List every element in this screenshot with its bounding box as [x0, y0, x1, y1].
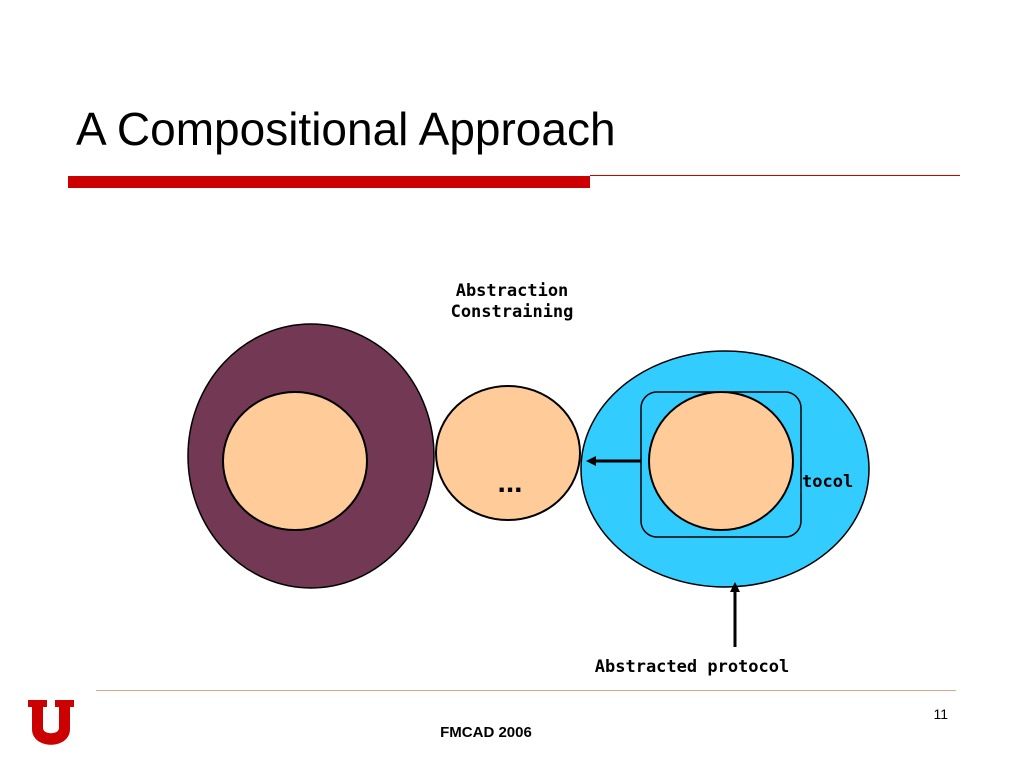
partial-protocol-label: tocol: [802, 472, 853, 492]
footer-divider: [96, 690, 956, 691]
footer-conference: FMCAD 2006: [440, 724, 532, 741]
abstraction-label: Abstraction: [456, 281, 569, 301]
right-inner-circle: [648, 391, 794, 531]
middle-circle: [435, 385, 581, 521]
title-underline-thin: [590, 175, 960, 176]
page-number: 11: [933, 706, 948, 722]
abstracted-protocol-label: Abstracted protocol: [595, 657, 789, 677]
constraining-label: Constraining: [451, 302, 574, 322]
slide-title: A Compositional Approach: [76, 103, 616, 155]
middle-ellipsis: ...: [497, 466, 522, 499]
title-underline-thick: [68, 176, 590, 188]
university-u-logo-icon: [28, 700, 74, 745]
left-inner-circle: [222, 391, 368, 531]
